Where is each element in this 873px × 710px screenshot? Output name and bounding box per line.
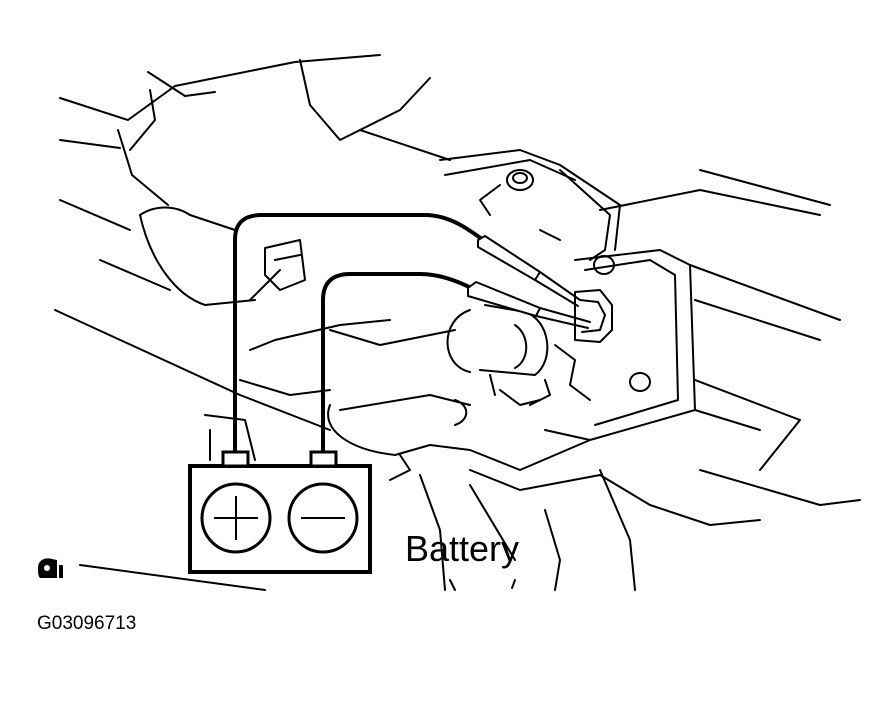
positive-lead-wire (233, 213, 492, 457)
negative-terminal-symbol (287, 482, 359, 554)
negative-terminal (309, 450, 338, 468)
connector (574, 289, 613, 343)
engine-block (439, 149, 621, 251)
battery-label: Battery (405, 528, 520, 569)
figure-id: G03096713 (37, 613, 137, 634)
positive-terminal-symbol (200, 482, 272, 554)
manifold-arm (139, 214, 256, 306)
lower-bracket (327, 404, 431, 456)
positive-terminal (221, 450, 250, 468)
camera-icon (38, 558, 63, 578)
positive-probe (477, 235, 541, 281)
negative-probe (467, 281, 541, 317)
frame-outline (59, 54, 381, 121)
negative-lead-wire (321, 272, 477, 457)
battery (188, 450, 372, 574)
motor-housing (544, 249, 696, 441)
